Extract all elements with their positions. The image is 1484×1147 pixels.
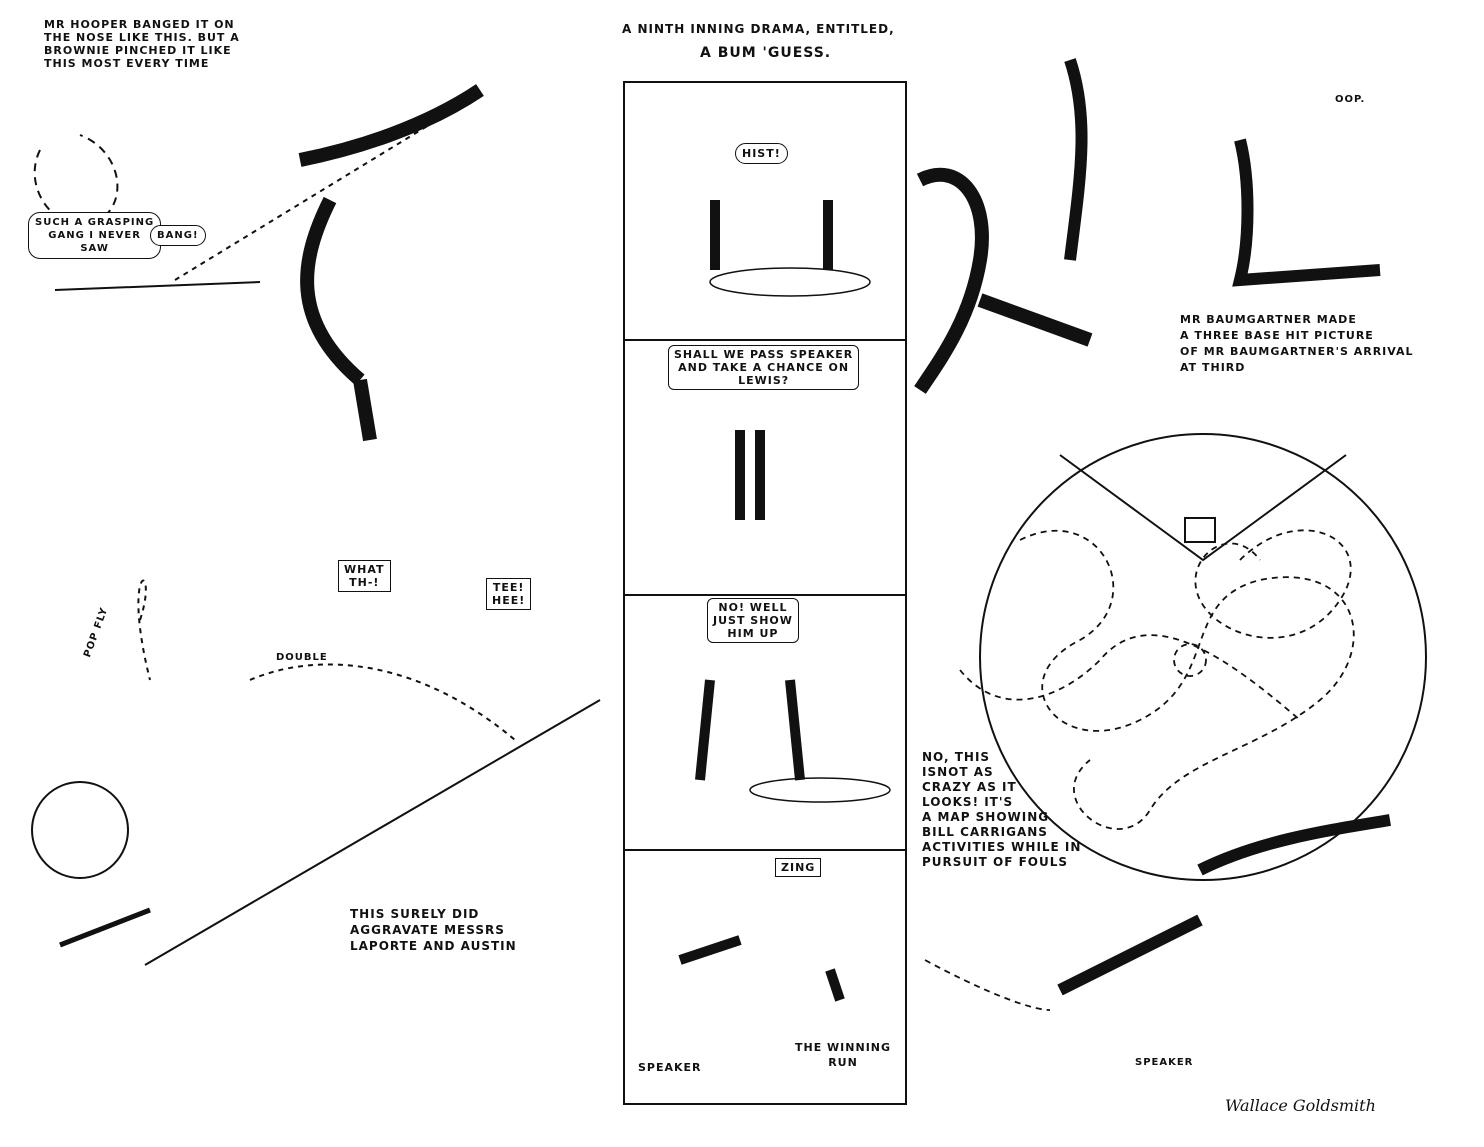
title-line-2: A BUM 'GUESS.	[700, 45, 832, 61]
runner-figure	[914, 167, 1093, 394]
label-double: DOUBLE	[276, 652, 328, 663]
label-speaker-strip: SPEAKER	[638, 1061, 702, 1074]
label-speaker-diving: SPEAKER	[1135, 1057, 1194, 1068]
stands	[54, 281, 261, 291]
home-plate	[1184, 517, 1216, 543]
title-line-1: A NINTH INNING DRAMA, ENTITLED,	[622, 22, 895, 36]
field-map-circle	[979, 433, 1427, 881]
fielder-figure	[298, 84, 484, 442]
baseline	[144, 699, 601, 966]
pop-fly-path	[137, 579, 151, 681]
strip-frame	[623, 81, 907, 1105]
foul-lines	[1059, 454, 1347, 562]
label-winning-run: THE WINNING RUN	[795, 1041, 892, 1069]
hit-path	[174, 99, 471, 281]
speech-bubble-teehee: TEE! HEE!	[486, 578, 532, 610]
speech-bubble-grasping: SUCH A GRASPING GANG I NEVER SAW	[28, 212, 162, 259]
baseman-figures	[1064, 58, 1381, 287]
speech-bubble-pass-speaker: SHALL WE PASS SPEAKER AND TAKE A CHANCE …	[668, 345, 860, 390]
strip-figures	[678, 200, 845, 1002]
caption-hooper: MR HOOPER BANGED IT ON THE NOSE LIKE THI…	[44, 18, 240, 70]
speech-bubble-bang: BANG!	[150, 225, 206, 246]
dashed-paths	[924, 529, 1355, 1011]
sound-oop: OOP.	[1335, 94, 1366, 105]
bat	[59, 907, 151, 948]
caption-laporte-austin: THIS SURELY DID AGGRAVATE MESSRS LAPORTE…	[350, 907, 517, 953]
artist-signature: Wallace Goldsmith	[1225, 1096, 1376, 1115]
speech-bubble-show-him-up: NO! WELL JUST SHOW HIM UP	[707, 598, 799, 643]
sound-zing: ZING	[775, 858, 822, 877]
caption-baumgartner: MR BAUMGARTNER MADE A THREE BASE HIT PIC…	[1180, 313, 1414, 374]
base-circle	[31, 781, 129, 879]
speech-bubble-what: WHAT TH-!	[338, 560, 391, 592]
throw-path	[249, 663, 516, 741]
caption-carrigan-map: NO, THIS ISNOT AS CRAZY AS IT LOOKS! IT'…	[922, 750, 1082, 869]
diving-fielder-figure	[1057, 814, 1391, 996]
speech-bubble-hist: HIST!	[735, 143, 788, 164]
